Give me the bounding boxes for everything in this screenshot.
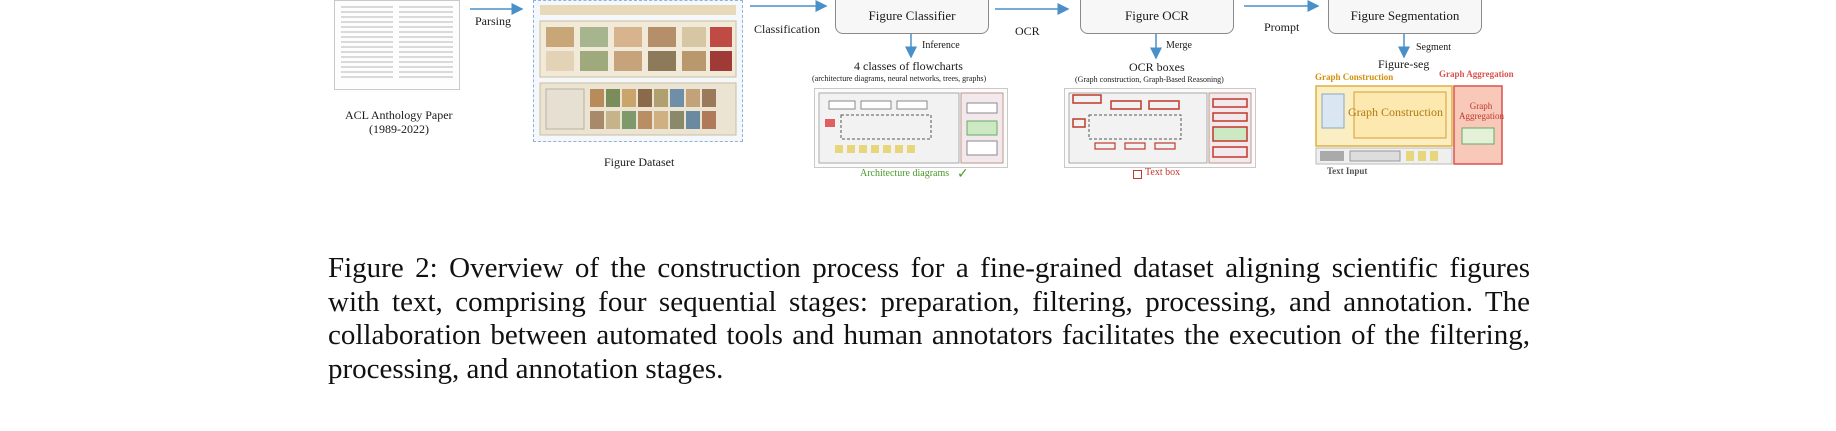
figure-caption: Figure 2: Overview of the construction p… xyxy=(328,252,1530,385)
inference-label: Inference xyxy=(922,40,960,51)
figure-dataset-panel xyxy=(533,0,743,142)
ocr-label: OCR xyxy=(1015,24,1040,38)
figure-ocr-label: Figure OCR xyxy=(1125,8,1189,23)
paper-thumbnail xyxy=(334,0,460,90)
graph-construction-tag: Graph Construction xyxy=(1315,72,1394,82)
ocr-diagram-sketch xyxy=(1068,92,1252,164)
figure-classifier-box: Figure Classifier xyxy=(835,0,989,34)
graph-aggregation-inner-label: Graph Aggregation xyxy=(1459,101,1504,121)
text-box-label: Text box xyxy=(1145,167,1181,178)
graph-construction-inner-label: Graph Construction xyxy=(1348,105,1443,119)
prompt-label: Prompt xyxy=(1264,20,1300,34)
figure-classifier-label: Figure Classifier xyxy=(868,8,956,23)
paper-text-lines xyxy=(341,6,453,78)
ocr-boxes-label: OCR boxes xyxy=(1129,60,1185,74)
classes-title: 4 classes of flowcharts xyxy=(854,59,963,73)
figure-segmentation-box: Figure Segmentation xyxy=(1328,0,1482,34)
check-icon: ✓ xyxy=(957,166,969,182)
segmentation-diagram-thumbnail xyxy=(1314,84,1506,166)
figure-seg-label: Figure-seg xyxy=(1378,57,1430,71)
dataset-image-grid xyxy=(539,5,737,136)
architecture-diagram-sketch xyxy=(818,92,1004,164)
text-input-label: Text Input xyxy=(1327,166,1368,176)
figure-ocr-box: Figure OCR xyxy=(1080,0,1234,34)
segmentation-diagram-sketch xyxy=(1315,85,1503,165)
segment-label: Segment xyxy=(1416,42,1451,53)
parsing-label: Parsing xyxy=(475,14,511,28)
merge-label: Merge xyxy=(1166,40,1192,51)
figure-segmentation-label: Figure Segmentation xyxy=(1350,8,1460,23)
arch-label: Architecture diagrams xyxy=(860,168,950,179)
paper-label: ACL Anthology Paper xyxy=(345,108,453,122)
paper-years: (1989-2022) xyxy=(369,122,429,136)
classes-subtitle: (architecture diagrams, neural networks,… xyxy=(812,74,987,83)
architecture-diagram-thumbnail xyxy=(814,88,1008,168)
dataset-label: Figure Dataset xyxy=(604,155,675,169)
text-box-legend-icon xyxy=(1133,170,1142,179)
ocr-subtitle: (Graph construction, Graph-Based Reasoni… xyxy=(1075,75,1224,84)
graph-aggregation-tag: Graph Aggregation xyxy=(1439,69,1514,79)
ocr-diagram-thumbnail xyxy=(1064,88,1256,168)
classification-label: Classification xyxy=(754,22,820,36)
